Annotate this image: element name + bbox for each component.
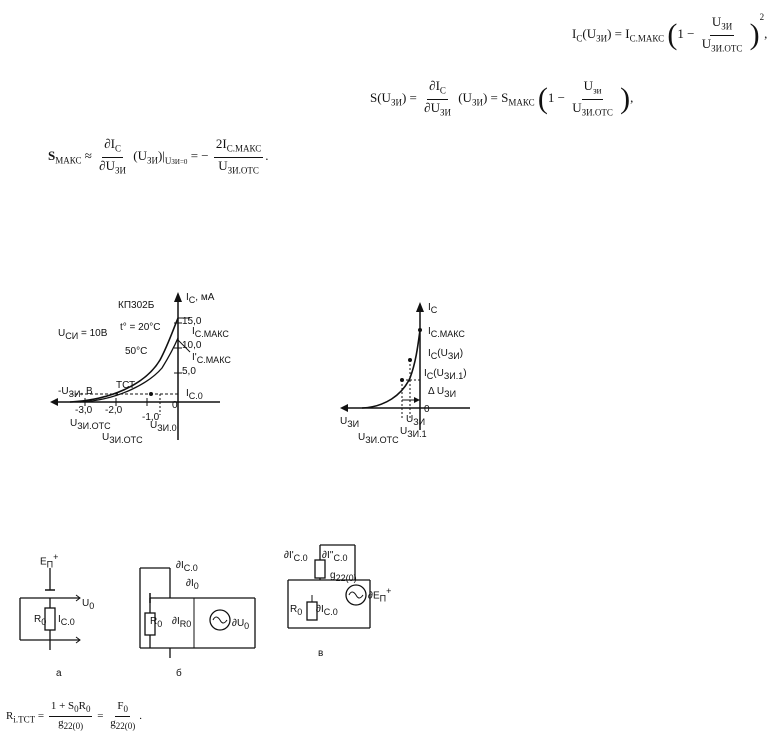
ic0-label: IС.0 [186,388,203,401]
g2-uzi: UЗИ [406,414,426,427]
circuit-c-dep: ∂EП+ [368,586,392,604]
ic-maks-label: IС.МАКС [192,326,229,339]
ic-maks2-label: I'С.МАКС [192,352,231,365]
transfer-characteristic-generic [340,302,470,430]
circuit-c-g22: g22(0) [330,570,357,583]
tick-x-3: -3,0 [75,405,93,416]
g2-ic-maks: IС.МАКС [428,326,465,339]
circuit-b-dic0: ∂IС.0 [176,560,198,573]
circuit-a-supply: EП+ [40,552,59,570]
transfer-characteristic-kp302b [50,292,220,440]
uziots-label: UЗИ.ОТС [70,418,111,431]
tick-y-15: 15,0 [182,316,202,327]
g2-uzi1: UЗИ.1 [400,426,427,439]
g2-ic-uzi1: IC(UЗИ.1) [424,368,467,381]
tick-x-1: -1,0 [142,412,160,423]
circuit-c-dic0p: ∂I'С.0 [284,550,308,563]
g2-y-axis: IC [428,302,438,315]
device-label: КП302Б [118,300,155,311]
circuit-b-dir0: ∂IR0 [172,616,192,629]
uzi0-label: UЗИ.0 [150,420,177,433]
circuit-a-u0: U0 [82,598,95,611]
uziots2-label: UЗИ.ОТС [102,432,143,445]
circuit-b-label: б [176,668,182,679]
tst-label: ТСТ [116,380,136,391]
tick-x-0: 0 [172,400,178,411]
x-axis-label: -UЗИ, В [58,386,93,399]
usi-label: UСИ = 10В [58,328,108,341]
circuit-c-dic0pp: ∂I''С.0 [322,550,348,563]
circuit-b [139,567,256,658]
equation-max-transconductance: SМАКС ≈ ∂IC∂UЗИ (UЗИ)|UЗИ=0 = − 2IС.МАКС… [48,136,269,176]
circuit-b-di0: ∂I0 [186,578,199,591]
circuit-c-r0: R0 [290,604,303,617]
tick-y-10: 10,0 [182,340,202,351]
g2-x-axis: UЗИ [340,416,360,429]
circuit-a-r0: R0 [34,614,47,627]
g2-ic-uzi: IC(UЗИ) [428,348,464,361]
tick-x-2: -2,0 [105,405,123,416]
g2-uziots: UЗИ.ОТС [358,432,399,445]
circuit-a-ic0: IС.0 [58,614,75,627]
temp-label: t° = 20°C [120,322,161,333]
circuit-b-r0: R0 [150,616,163,629]
circuit-c-label: в [318,648,324,659]
circuit-a-label: а [56,668,62,679]
circuit-a [19,568,81,650]
circuit-c [287,544,371,629]
y-axis-label: IC, мА [186,292,215,305]
temp2-label: 50°C [125,346,148,357]
g2-zero: 0 [424,404,430,415]
g2-delta: Δ UЗИ [428,386,457,399]
circuit-c-dic0: ∂IС.0 [316,604,338,617]
tick-y-5: 5,0 [182,366,196,377]
circuit-b-du0: ∂U0 [232,618,250,631]
